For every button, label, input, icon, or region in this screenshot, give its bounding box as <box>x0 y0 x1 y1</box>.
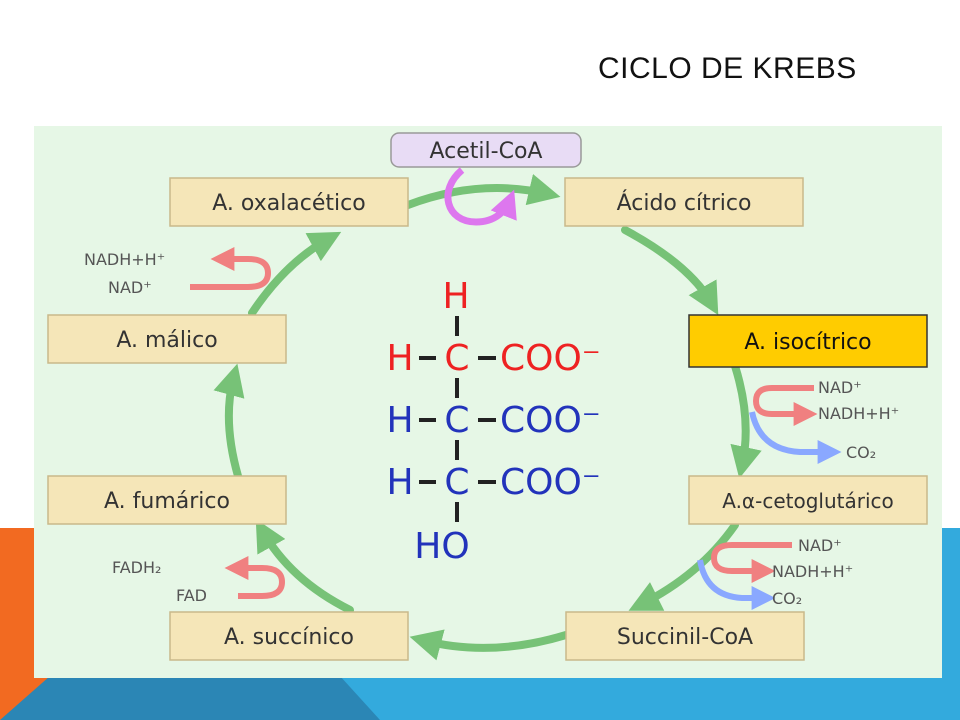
cycle-arrow-isocitric-to-cetoglutaric <box>730 362 762 479</box>
box-malico <box>47 314 287 364</box>
molecule-row1-c: C <box>444 338 469 379</box>
cofactor-nad-cetoglutaric: NAD⁺ <box>798 536 842 555</box>
molecule-row2-h: H <box>386 400 413 441</box>
cofactor-fad: FAD <box>176 586 207 605</box>
molecule-row1-coo: COO⁻ <box>500 338 601 379</box>
box-fumarico <box>47 475 287 525</box>
cofactor-nadh-cetoglutaric: NADH+H⁺ <box>772 562 853 581</box>
molecule-top-h: H <box>442 276 469 317</box>
molecule-row3-h: H <box>386 462 413 503</box>
cofactor-arrow-isocitric-red <box>752 385 818 426</box>
box-cetoglutarico <box>688 475 928 525</box>
cofactor-arrow-malic <box>190 247 272 290</box>
molecule-row2-c: C <box>444 400 469 441</box>
cycle-arrow-malic-to-oxal <box>248 231 342 317</box>
cofactor-arrow-isocitric-blue <box>749 411 842 464</box>
label-malico: A. málico <box>116 328 217 353</box>
molecule-row3-coo: COO⁻ <box>500 462 601 503</box>
label-fumarico: A. fumárico <box>104 489 230 514</box>
box-succinico <box>169 611 409 661</box>
acetyl-coa-box <box>390 132 582 168</box>
cycle-arrow-succinic-to-fumaric <box>255 518 354 614</box>
box-succinilcoa <box>565 611 805 661</box>
cofactor-co2-cetoglutaric: CO₂ <box>772 589 802 608</box>
acetyl-coa-arrow <box>444 167 517 226</box>
cofactor-co2-isocitric: CO₂ <box>846 443 876 462</box>
molecule-row1-h: H <box>386 338 413 379</box>
cycle-arrow-cetoglutaric-to-succinilcoa <box>628 521 739 611</box>
label-oxalacetico: A. oxalacético <box>212 191 365 216</box>
label-succinico: A. succínico <box>224 625 354 650</box>
box-oxalacetico <box>169 177 409 227</box>
cofactor-arrow-cetoglutaric-red <box>710 542 792 583</box>
cofactor-fadh2: FADH₂ <box>112 558 161 577</box>
acetyl-coa-label: Acetil-CoA <box>430 139 543 164</box>
cofactor-nad-malic: NAD⁺ <box>108 278 152 297</box>
cofactor-arrow-succinic <box>224 556 286 599</box>
cycle-arrow-fumaric-to-malic <box>213 363 245 480</box>
cofactor-nad-isocitric: NAD⁺ <box>818 378 862 397</box>
cycle-arrow-citric-to-isocitric <box>621 226 719 316</box>
cycle-arrow-succinilcoa-to-succinic <box>409 629 570 661</box>
label-succinilcoa: Succinil-CoA <box>617 625 753 650</box>
box-citrico <box>564 177 804 227</box>
slide-title: CICLO DE KREBS <box>598 52 857 85</box>
label-cetoglutarico: A.α-cetoglutárico <box>722 489 894 513</box>
label-isocitrico: A. isocítrico <box>744 330 871 355</box>
cofactor-nadh-isocitric: NADH+H⁺ <box>818 404 899 423</box>
cycle-arrow-oxal-to-citric <box>404 174 561 209</box>
molecule-row2-coo: COO⁻ <box>500 400 601 441</box>
cofactor-nadh-malic: NADH+H⁺ <box>84 250 165 269</box>
decorative-bottom-dark-band <box>0 676 380 720</box>
box-isocitrico <box>688 314 928 368</box>
molecule-bottom-ho: HO <box>414 526 469 567</box>
molecule-row3-c: C <box>444 462 469 503</box>
label-citrico: Ácido cítrico <box>617 190 752 216</box>
cofactor-arrow-cetoglutaric-blue <box>697 559 776 610</box>
